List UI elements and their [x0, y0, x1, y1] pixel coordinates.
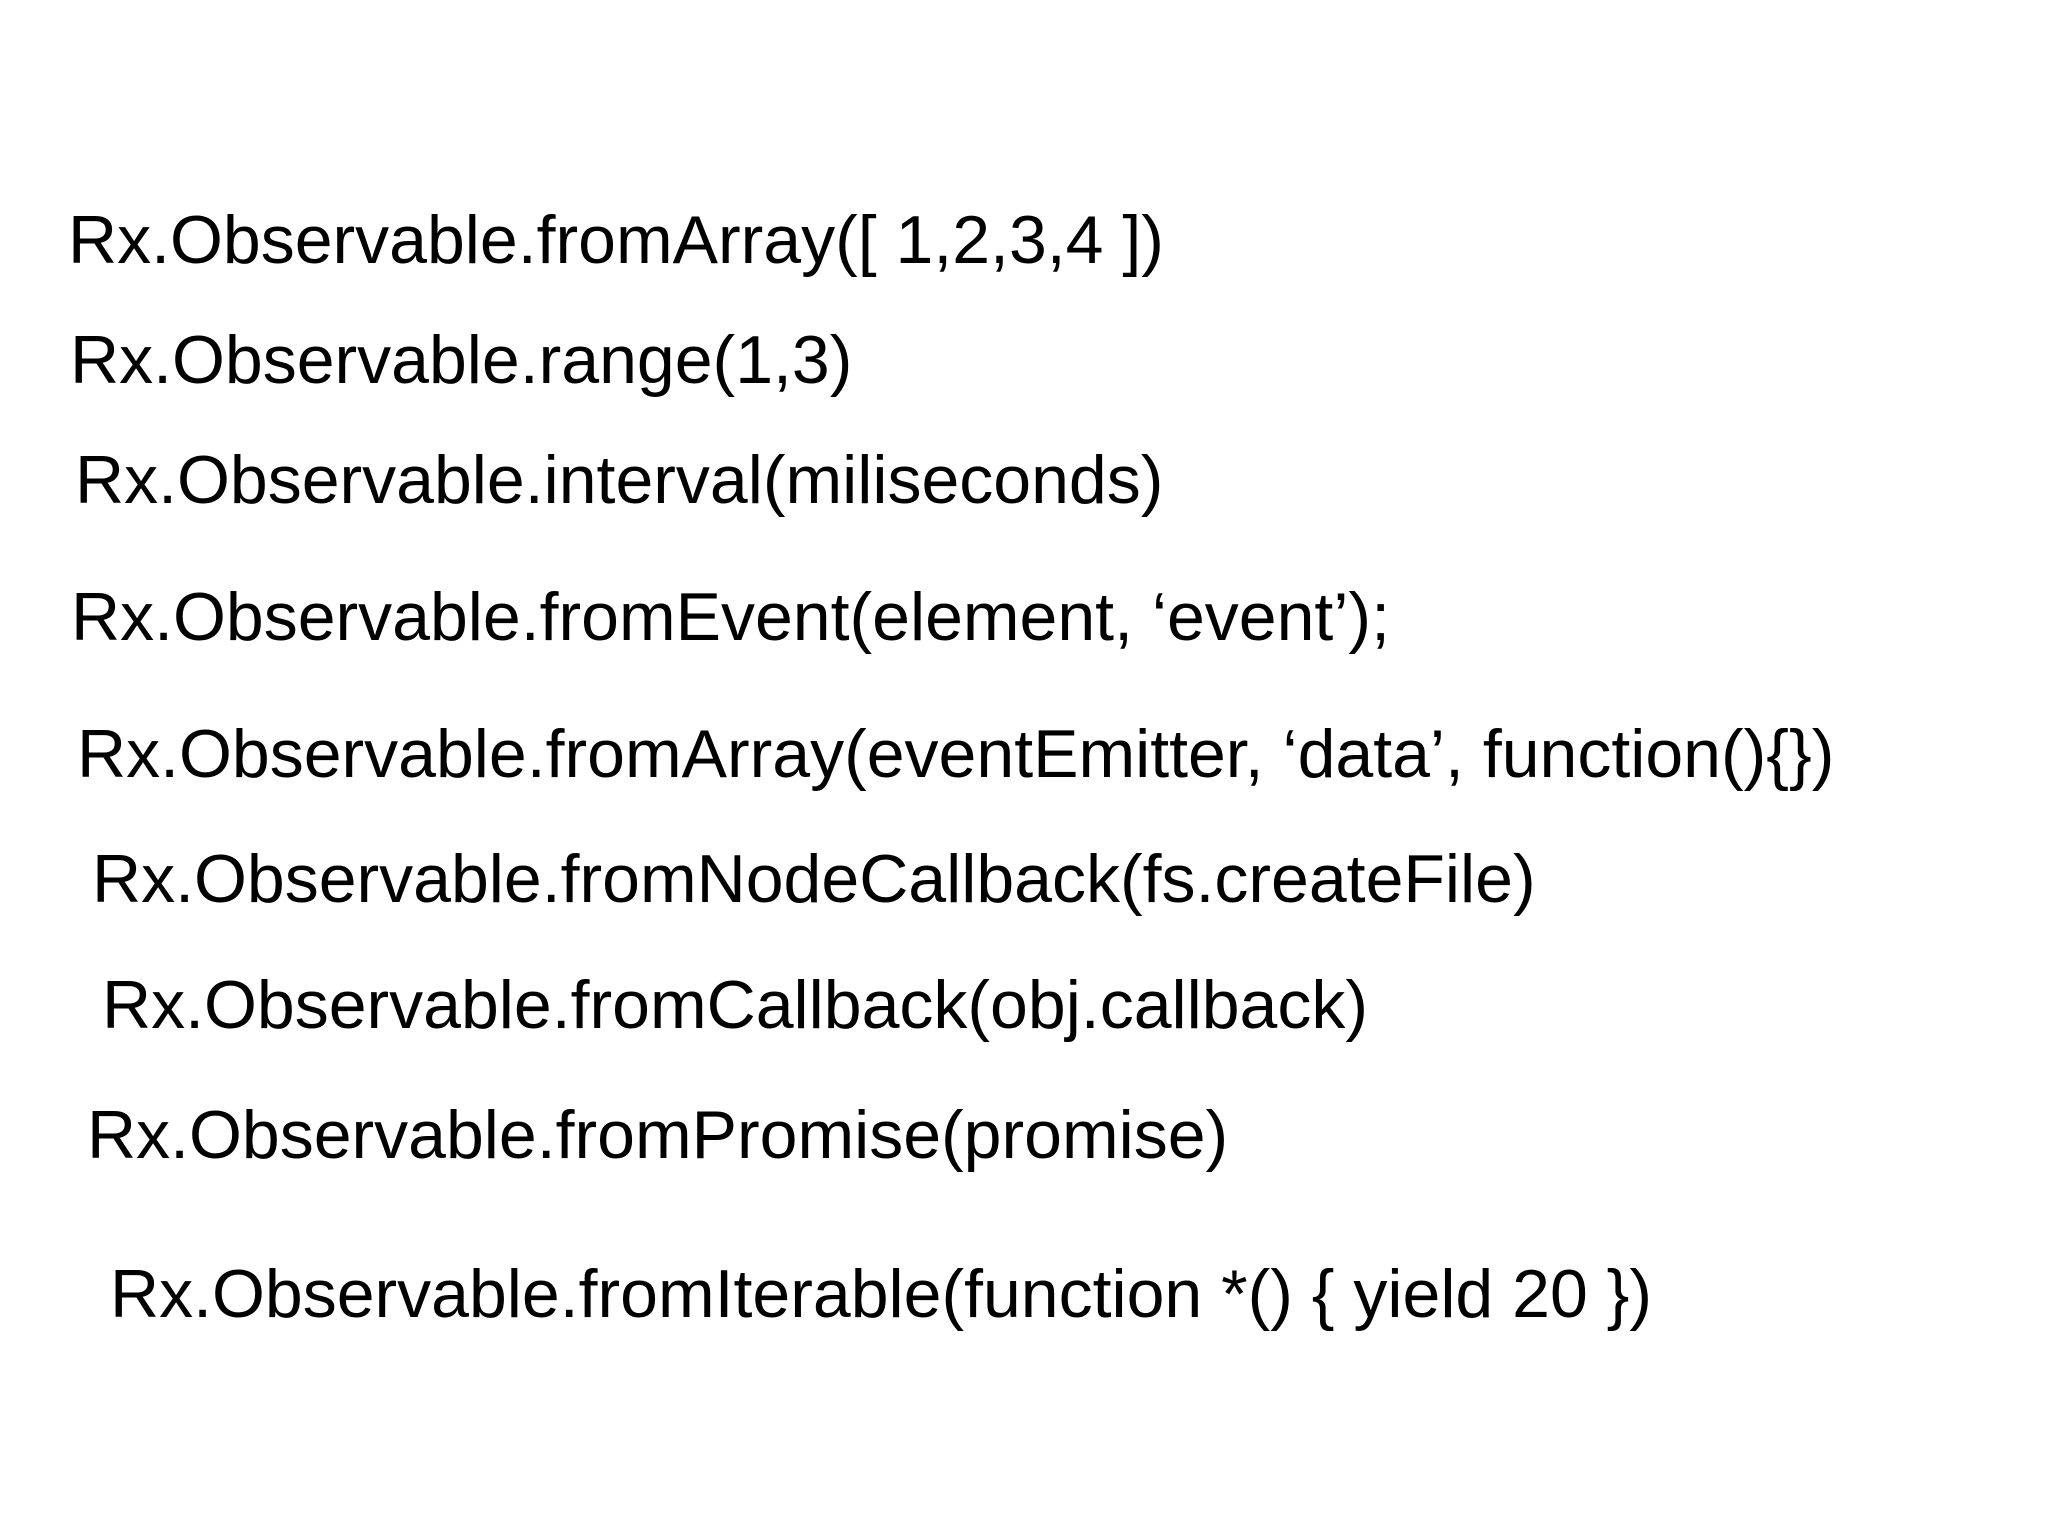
- code-line-from-array-literal: Rx.Observable.fromArray([ 1,2,3,4 ]): [68, 202, 1164, 278]
- code-line-from-array-event-emitter: Rx.Observable.fromArray(eventEmitter, ‘d…: [77, 716, 1835, 792]
- code-line-from-callback: Rx.Observable.fromCallback(obj.callback): [102, 967, 1369, 1043]
- code-line-from-event: Rx.Observable.fromEvent(element, ‘event’…: [71, 579, 1390, 655]
- code-line-from-node-callback: Rx.Observable.fromNodeCallback(fs.create…: [92, 841, 1536, 917]
- code-line-range: Rx.Observable.range(1,3): [70, 322, 853, 398]
- code-line-interval: Rx.Observable.interval(miliseconds): [75, 442, 1164, 518]
- code-line-from-promise: Rx.Observable.fromPromise(promise): [87, 1097, 1229, 1173]
- code-line-from-iterable: Rx.Observable.fromIterable(function *() …: [110, 1256, 1653, 1332]
